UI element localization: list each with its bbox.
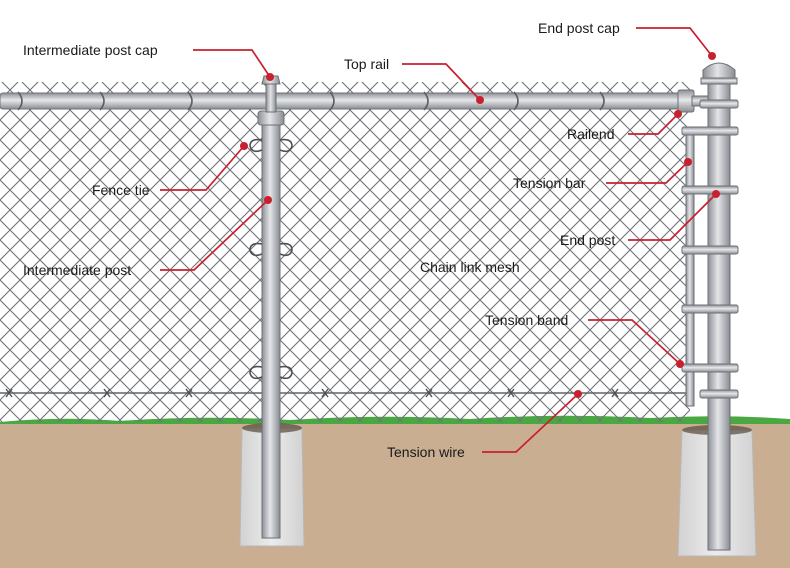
dot-intermediate-post bbox=[264, 196, 272, 204]
leader-end-post-cap bbox=[636, 27, 713, 57]
tension-band-6 bbox=[699, 389, 739, 399]
leader-intermediate-post bbox=[160, 199, 269, 271]
end-post bbox=[707, 79, 731, 551]
label-tension-bar: Tension bar bbox=[513, 175, 586, 191]
label-tension-band: Tension band bbox=[485, 312, 569, 328]
tension-band-5 bbox=[681, 363, 739, 373]
tension-band-3 bbox=[681, 245, 739, 255]
leader-fence-tie bbox=[160, 145, 245, 191]
brace-band-top bbox=[699, 99, 739, 109]
label-tension-wire: Tension wire bbox=[387, 444, 465, 460]
label-intermediate-post-cap: Intermediate post cap bbox=[23, 42, 158, 58]
dot-end-post-cap bbox=[708, 52, 716, 60]
label-end-post-cap: End post cap bbox=[538, 20, 620, 36]
dot-end-post bbox=[712, 190, 720, 198]
leader-tension-bar bbox=[606, 161, 689, 184]
label-chain-link-mesh: Chain link mesh bbox=[420, 259, 520, 275]
tension-band-4 bbox=[681, 304, 739, 314]
label-fence-tie: Fence tie bbox=[92, 182, 150, 198]
tension-band-2 bbox=[681, 185, 739, 195]
label-end-post: End post bbox=[560, 232, 616, 248]
dot-intermediate-post-cap bbox=[266, 73, 274, 81]
leader-end-post bbox=[628, 193, 717, 241]
ground bbox=[0, 422, 790, 568]
label-intermediate-post: Intermediate post bbox=[23, 262, 132, 278]
intermediate-post bbox=[261, 117, 281, 539]
leader-tension-band bbox=[588, 319, 681, 365]
dot-tension-band bbox=[676, 360, 684, 368]
end-post-cap bbox=[702, 62, 736, 81]
leader-tension-wire bbox=[482, 393, 579, 453]
dot-top-rail bbox=[476, 96, 484, 104]
chain-link-mesh bbox=[0, 82, 690, 422]
leader-intermediate-post-cap bbox=[193, 49, 271, 78]
dot-fence-tie bbox=[240, 142, 248, 150]
tension-band-1 bbox=[681, 126, 739, 136]
dot-rail-end bbox=[674, 110, 682, 118]
label-rail-end: Railend bbox=[567, 126, 615, 142]
dot-tension-wire bbox=[574, 390, 582, 398]
leader-rail-end bbox=[628, 113, 679, 135]
leader-top-rail bbox=[402, 63, 481, 101]
dot-tension-bar bbox=[684, 158, 692, 166]
label-top-rail: Top rail bbox=[344, 56, 390, 72]
